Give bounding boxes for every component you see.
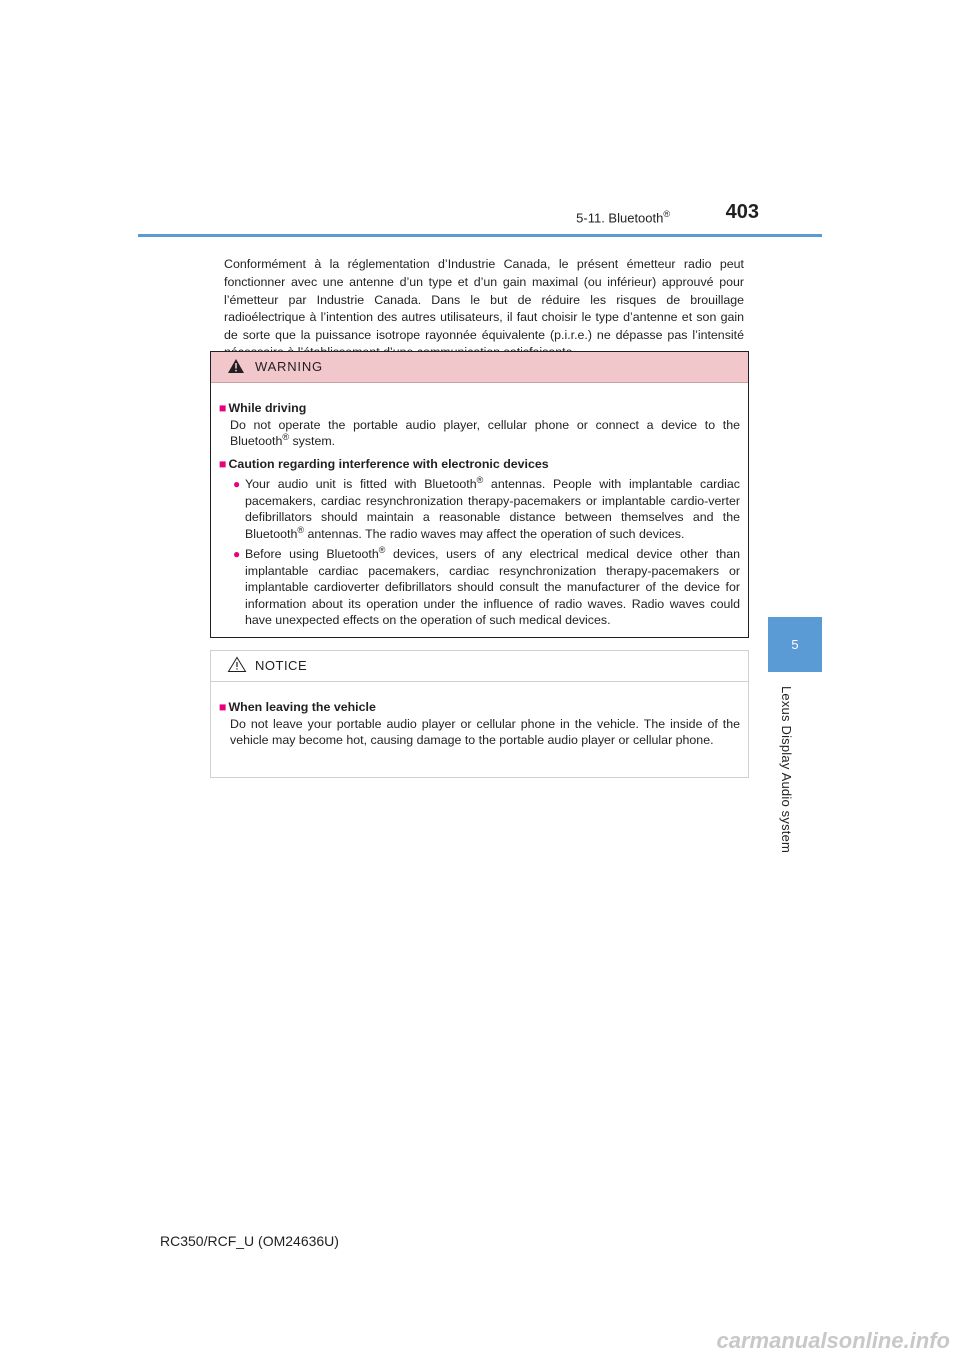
- page-header: 5-11. Bluetooth® 403: [138, 200, 822, 237]
- notice-item-heading: ■When leaving the vehicle: [219, 700, 376, 714]
- warning-box: WARNING ■While driving Do not operate th…: [210, 351, 749, 638]
- notice-item-text: Do not leave your portable audio player …: [230, 716, 740, 748]
- warning-header: WARNING: [211, 352, 748, 383]
- warning-item-heading: ■While driving: [219, 401, 307, 415]
- chapter-number: 5: [791, 637, 799, 652]
- watermark: carmanualsonline.info: [716, 1328, 951, 1353]
- warning-bullet-text: Your audio unit is fitted with Bluetooth…: [245, 474, 740, 541]
- warning-title: WARNING: [255, 359, 323, 374]
- chapter-tab: 5: [768, 617, 822, 672]
- warning-item-text: Do not operate the portable audio player…: [230, 417, 740, 449]
- page-number: 403: [725, 201, 759, 223]
- square-bullet-icon: ■: [219, 700, 227, 714]
- notice-header: NOTICE: [211, 651, 748, 682]
- dot-bullet-icon: ●: [233, 477, 241, 491]
- warning-bullet: ● Before using Bluetooth® devices, users…: [219, 544, 740, 629]
- dot-bullet-icon: ●: [233, 547, 241, 561]
- notice-box: NOTICE ■When leaving the vehicle Do not …: [210, 650, 749, 778]
- model-code: RC350/RCF_U (OM24636U): [160, 1233, 339, 1249]
- square-bullet-icon: ■: [219, 456, 227, 471]
- warning-icon: [227, 358, 245, 379]
- warning-item-heading: ■Caution regarding interference with ele…: [219, 456, 549, 471]
- notice-icon: [227, 656, 247, 678]
- warning-bullet-text: Before using Bluetooth® devices, users o…: [245, 544, 740, 627]
- intro-paragraph: Conformément à la réglementation d’Indus…: [224, 257, 744, 359]
- section-title: 5-11. Bluetooth®: [576, 209, 670, 226]
- square-bullet-icon: ■: [219, 401, 227, 415]
- warning-bullet: ● Your audio unit is fitted with Bluetoo…: [219, 474, 740, 542]
- chapter-title: Lexus Display Audio system: [779, 686, 794, 854]
- notice-title: NOTICE: [255, 658, 308, 673]
